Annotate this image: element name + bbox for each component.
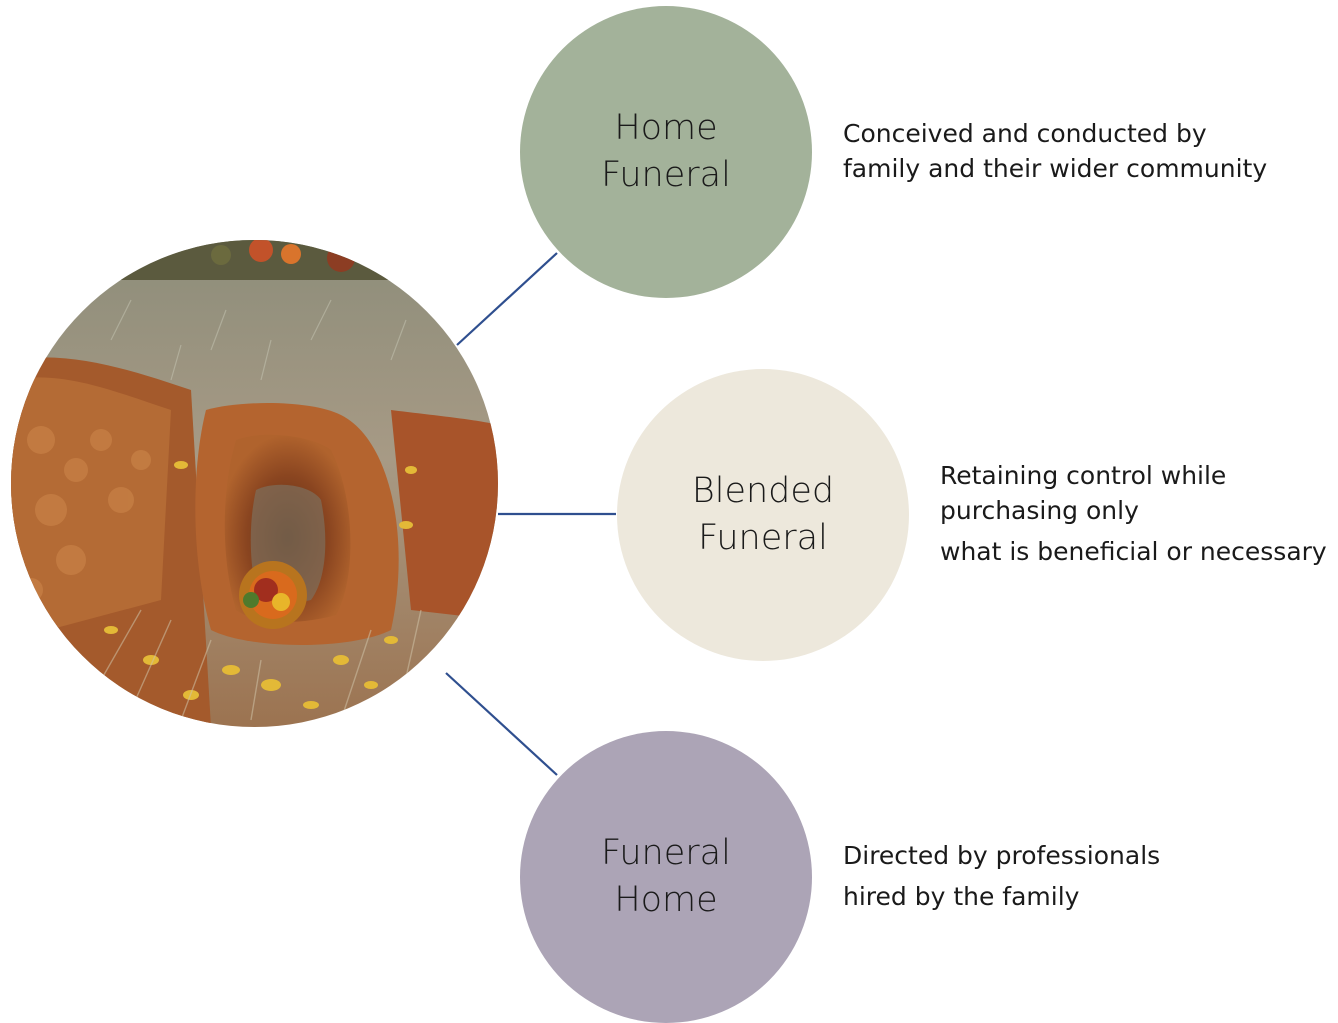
blended-funeral-description-line3: what is beneficial or necessary — [940, 534, 1327, 569]
home-funeral-circle: Home Funeral — [520, 6, 812, 298]
funeral-home-label: Funeral Home — [566, 830, 766, 924]
funeral-home-description-line2: hired by the family — [843, 879, 1160, 914]
blended-funeral-label-line1: Blended — [663, 468, 863, 515]
home-funeral-description-line2: family and their wider community — [843, 151, 1267, 186]
blended-funeral-description-line2: purchasing only — [940, 493, 1327, 528]
blended-funeral-description: Retaining control while purchasing only … — [940, 458, 1327, 569]
blended-funeral-label-line2: Funeral — [663, 515, 863, 562]
home-funeral-description-line1: Conceived and conducted by — [843, 116, 1267, 151]
connector-home-funeral — [457, 253, 557, 345]
funeral-home-description: Directed by professionals hired by the f… — [843, 838, 1160, 914]
home-funeral-label-line2: Funeral — [566, 152, 766, 199]
home-funeral-label: Home Funeral — [566, 105, 766, 199]
blended-funeral-circle: Blended Funeral — [617, 369, 909, 661]
funeral-home-description-line1: Directed by professionals — [843, 838, 1160, 873]
home-funeral-label-line1: Home — [566, 105, 766, 152]
open-grave-photo — [11, 240, 498, 727]
connector-funeral-home — [446, 673, 557, 775]
funeral-home-circle: Funeral Home — [520, 731, 812, 1023]
funeral-home-label-line2: Home — [566, 877, 766, 924]
blended-funeral-description-line1: Retaining control while — [940, 458, 1327, 493]
home-funeral-description: Conceived and conducted by family and th… — [843, 116, 1267, 186]
funeral-home-label-line1: Funeral — [566, 830, 766, 877]
blended-funeral-label: Blended Funeral — [663, 468, 863, 562]
